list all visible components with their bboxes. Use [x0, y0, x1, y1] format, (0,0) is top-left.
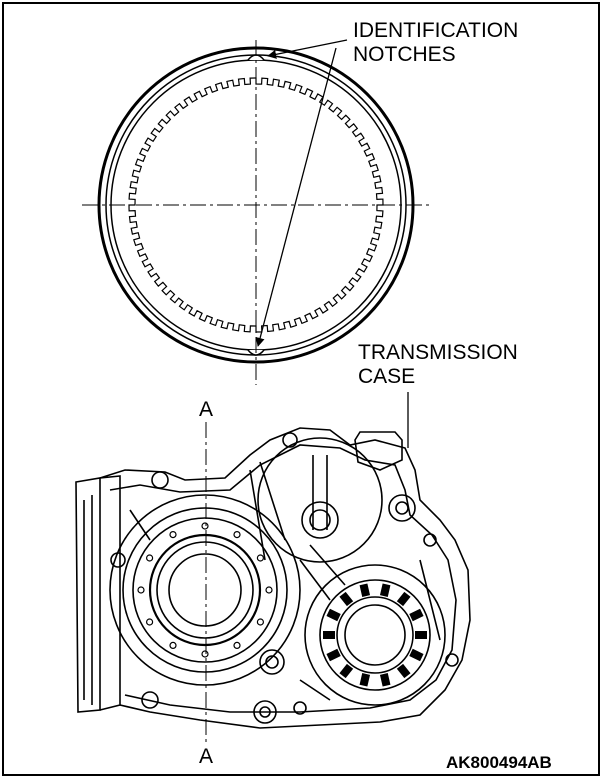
- bore-slot: [379, 583, 391, 597]
- plate-centerlines: [82, 40, 430, 385]
- bolt-hole: [233, 530, 241, 539]
- bore-bolt-holes: [137, 522, 273, 658]
- bore-slot: [323, 631, 335, 639]
- section-label-top: A: [199, 398, 214, 421]
- bore-slot: [339, 663, 354, 679]
- bolt-hole: [146, 618, 154, 626]
- notch-leaders: [255, 39, 348, 347]
- bore-slot: [415, 631, 427, 639]
- bore-slot: [339, 591, 354, 607]
- transmission-case-label-line2: CASE: [358, 365, 416, 388]
- bolt-hole: [146, 554, 154, 562]
- bore-slot: [409, 608, 424, 622]
- bolt-hole: [256, 554, 264, 562]
- bore-slot: [409, 648, 424, 662]
- bolt-hole: [233, 641, 241, 650]
- section-label-bottom: A: [199, 745, 214, 768]
- bolt-hole: [137, 586, 145, 594]
- bolt-hole: [201, 522, 209, 530]
- identification-label-line2: NOTCHES: [353, 43, 456, 66]
- identification-label-line1: IDENTIFICATION: [353, 19, 519, 42]
- bore-slot: [359, 673, 371, 687]
- figure-code: AK800494AB: [446, 753, 552, 772]
- transmission-case: [75, 427, 471, 729]
- bore-slot: [396, 663, 411, 679]
- bore-slot: [326, 608, 341, 622]
- bolt-hole: [265, 586, 273, 594]
- bolt-hole: [256, 618, 264, 626]
- transmission-case-label-line1: TRANSMISSION: [358, 341, 518, 364]
- bolt-hole: [169, 530, 177, 539]
- right-bore-slots: [323, 583, 427, 687]
- bore-slot: [379, 673, 391, 687]
- bore-slot: [359, 583, 371, 597]
- bore-slot: [396, 591, 411, 607]
- bore-slot: [326, 648, 341, 662]
- diagram-frame: [2, 2, 600, 776]
- bolt-hole: [201, 650, 209, 658]
- bolt-hole: [169, 641, 177, 650]
